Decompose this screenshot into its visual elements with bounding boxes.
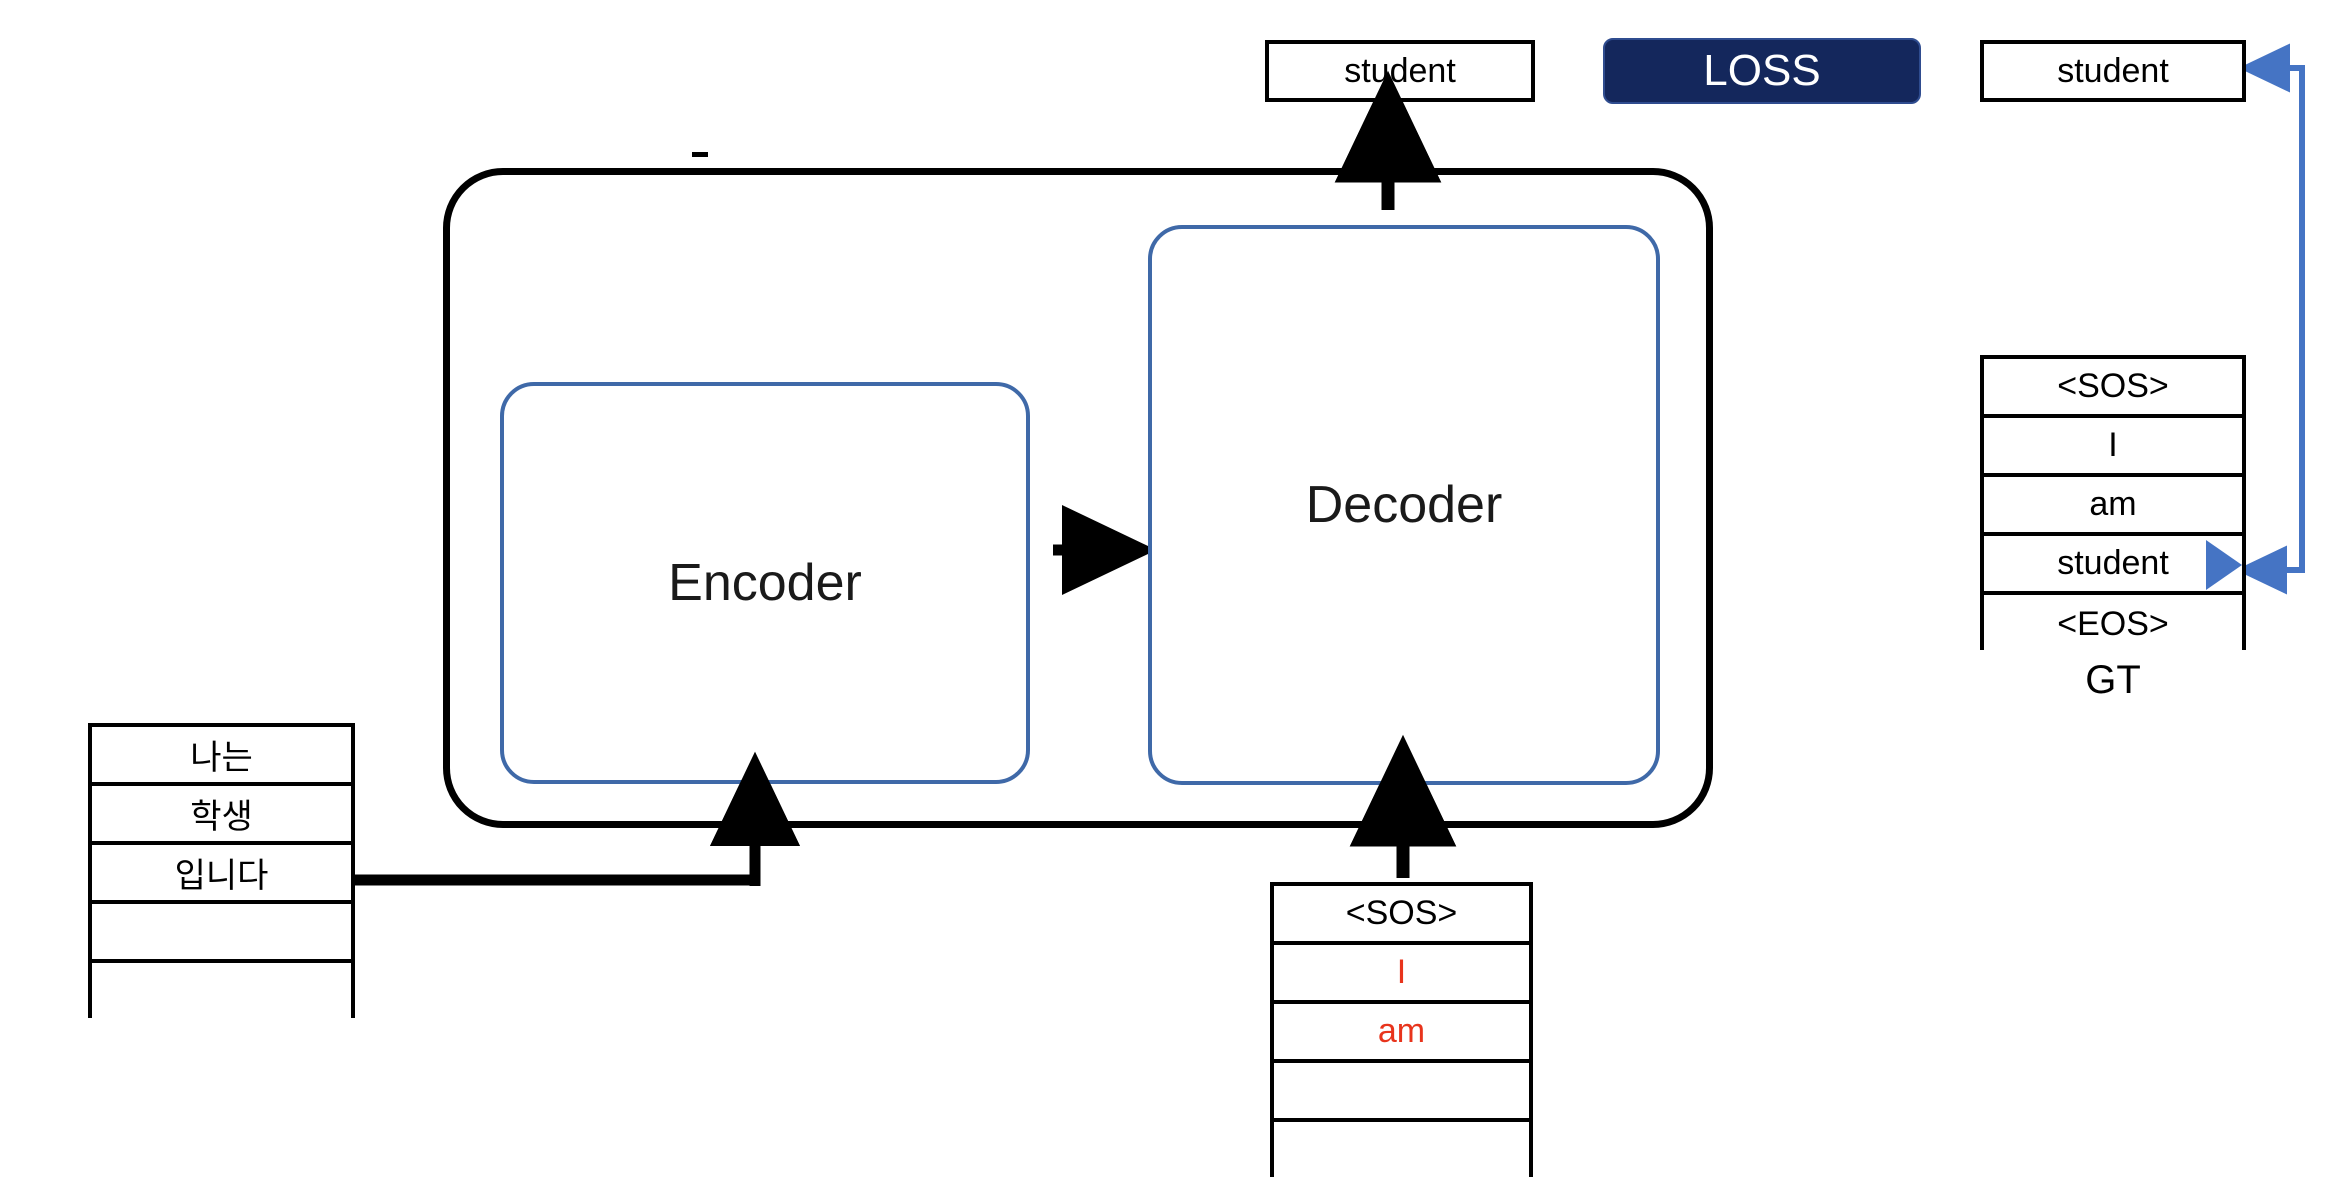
decoder-block[interactable]: Decoder <box>1148 225 1660 785</box>
source-input-row: 나는 <box>92 727 351 786</box>
gt-caption: GT <box>1980 658 2246 703</box>
source-input-row: 학생 <box>92 786 351 845</box>
encoder-block[interactable]: Encoder <box>500 382 1030 784</box>
decoder-input-text: I <box>1396 953 1407 991</box>
decoder-input-text: <SOS> <box>1345 894 1458 932</box>
decoder-input-text: am <box>1377 1012 1426 1050</box>
predicted-output-label: student <box>1344 51 1456 90</box>
gt-row: <SOS> <box>1984 359 2242 418</box>
source-input-table: 나는 학생 입니다 <box>88 723 355 1022</box>
source-input-row <box>92 904 351 963</box>
decoder-input-row: I <box>1274 945 1529 1004</box>
gt-row-text: <EOS> <box>2057 605 2169 643</box>
gt-caption-text: GT <box>2085 658 2141 702</box>
gt-row-marker-triangle <box>2206 540 2242 590</box>
gt-compare-box: student <box>1980 40 2246 102</box>
source-input-text: 학생 <box>190 798 253 836</box>
decoder-input-row <box>1274 1063 1529 1122</box>
gt-table: <SOS> I am student <EOS> <box>1980 355 2246 654</box>
gt-row-text: <SOS> <box>2057 367 2169 405</box>
stray-tick-mark <box>692 152 708 157</box>
encoder-label: Encoder <box>668 554 862 612</box>
decoder-input-table: <SOS> I am <box>1270 882 1533 1181</box>
decoder-input-row: <SOS> <box>1274 886 1529 945</box>
source-input-row <box>92 963 351 1022</box>
decoder-input-row: am <box>1274 1004 1529 1063</box>
gt-row-text: student <box>2057 544 2169 582</box>
gt-row-marked: student <box>1984 536 2242 595</box>
source-input-text: 나는 <box>190 739 253 777</box>
gt-row: I <box>1984 418 2242 477</box>
model-container <box>443 168 1713 828</box>
decoder-input-row <box>1274 1122 1529 1181</box>
gt-row-text: am <box>2089 485 2137 523</box>
predicted-output-box: student <box>1265 40 1535 102</box>
gt-compare-label: student <box>2057 51 2169 90</box>
gt-row-text: I <box>2108 426 2118 464</box>
decoder-label: Decoder <box>1305 476 1503 534</box>
loss-label: LOSS <box>1703 46 1821 95</box>
source-input-text: 입니다 <box>174 857 269 895</box>
source-input-row: 입니다 <box>92 845 351 904</box>
gt-row: am <box>1984 477 2242 536</box>
loss-badge: LOSS <box>1603 38 1921 104</box>
gt-row: <EOS> <box>1984 595 2242 654</box>
gt-comparison-connector <box>2235 43 2305 595</box>
